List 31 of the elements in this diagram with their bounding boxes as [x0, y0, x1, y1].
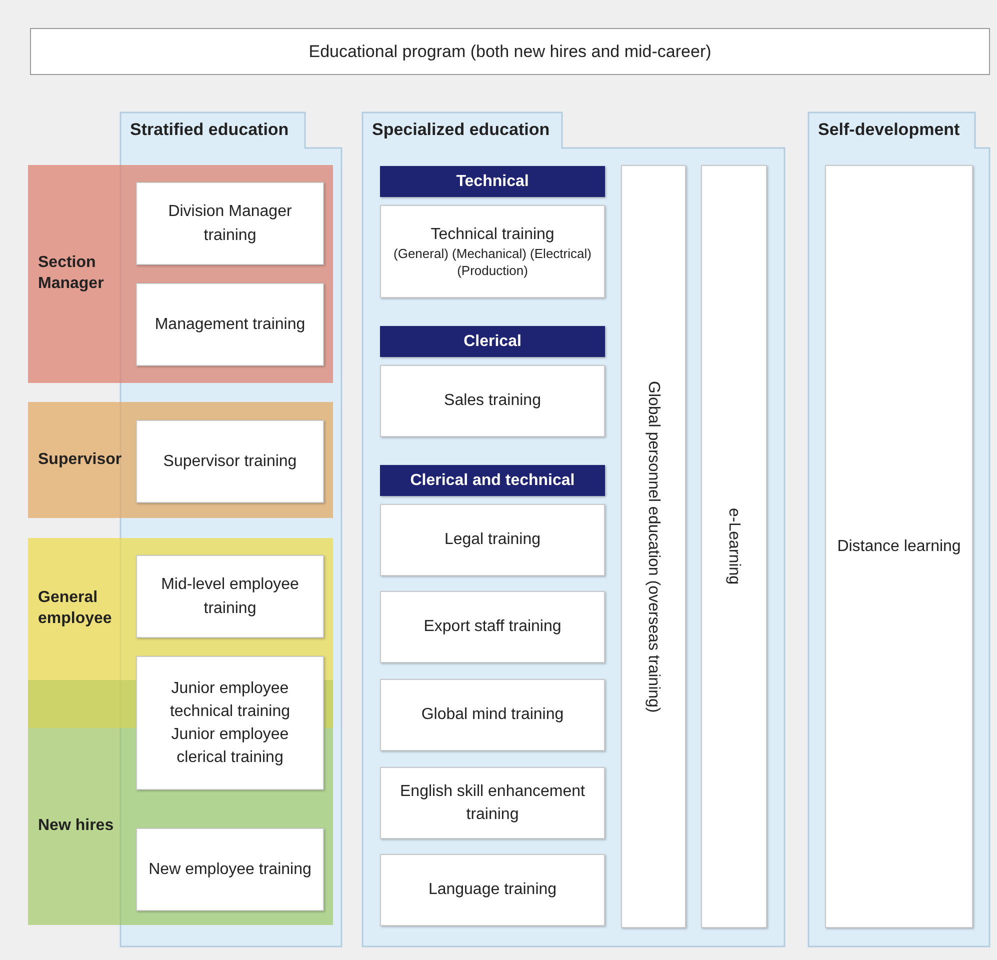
training-box: Mid-level employee training	[136, 555, 324, 638]
category-header: Clerical and technical	[380, 465, 605, 496]
program-banner: Educational program (both new hires and mid-career)	[30, 28, 990, 75]
column-label: Global personnel education (overseas training)	[644, 380, 664, 712]
training-box: Distance learning	[825, 165, 973, 928]
training-box: English skill enhancement training	[380, 767, 605, 839]
panel-heading: Specialized education	[372, 120, 550, 140]
training-box: Management training	[136, 283, 324, 366]
training-name: Junior employee technical training	[168, 678, 292, 722]
training-name: Technical training	[430, 225, 554, 246]
training-box: Legal training	[380, 504, 605, 576]
category-header: Clerical	[380, 326, 605, 357]
panel-heading: Stratified education	[130, 120, 289, 140]
education-panel	[362, 112, 785, 947]
training-box: Global mind training	[380, 679, 605, 751]
training-column	[621, 165, 686, 928]
training-column	[701, 165, 767, 928]
training-name: (General) (Mechanical) (Electrical) (Production)	[392, 246, 592, 280]
training-box: Division Manager training	[136, 182, 324, 265]
training-box	[136, 656, 324, 790]
training-box: Supervisor training	[136, 420, 324, 503]
column-label: e-Learning	[724, 508, 744, 585]
training-box: New employee training	[136, 828, 324, 911]
training-box: Export staff training	[380, 591, 605, 663]
training-name: Junior employee clerical training	[170, 725, 290, 768]
training-box: Language training	[380, 854, 605, 926]
education-panel	[808, 112, 990, 947]
category-header: Technical	[380, 166, 605, 197]
panel-heading: Self-development	[818, 120, 960, 140]
training-box: Sales training	[380, 365, 605, 437]
training-box	[380, 205, 605, 298]
